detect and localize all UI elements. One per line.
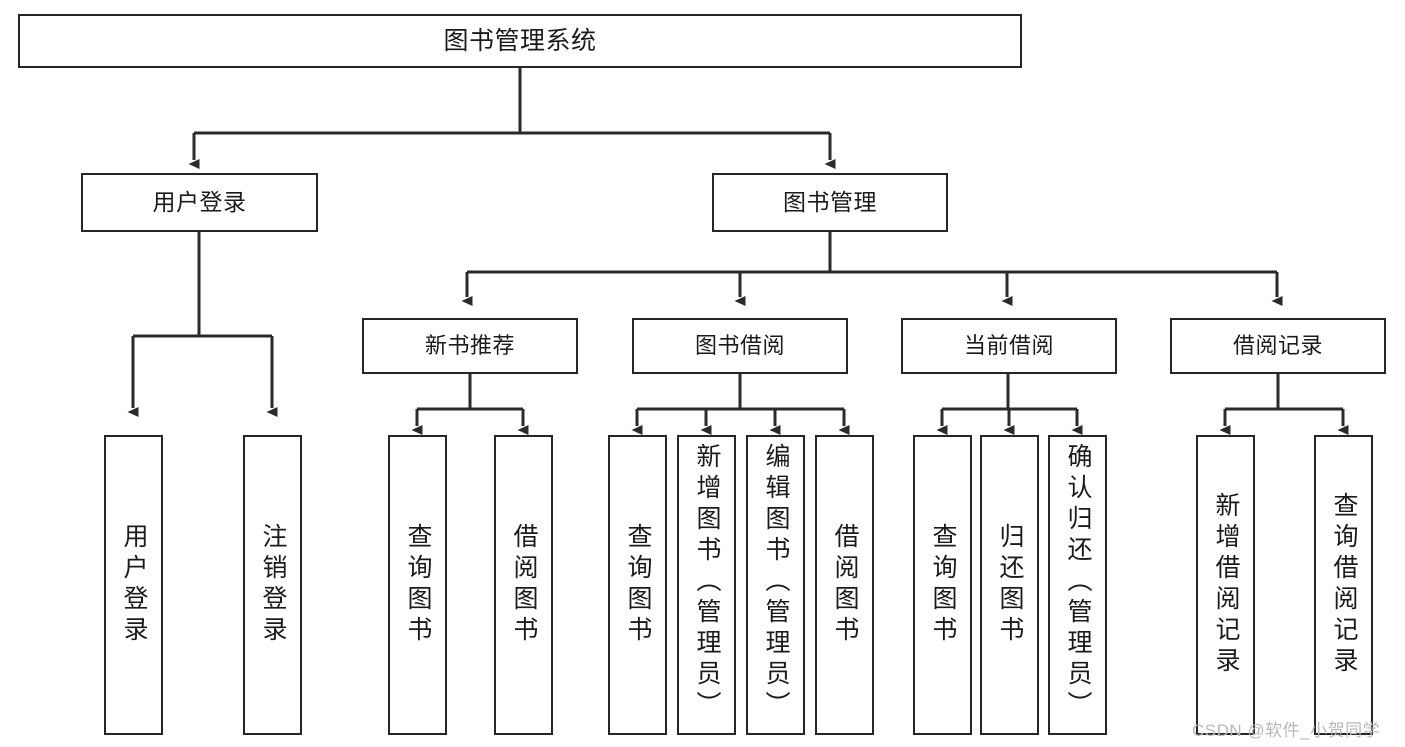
node-user-login-label: 用户登录	[152, 188, 247, 215]
node-new-book-recommend-label: 新书推荐	[424, 332, 515, 358]
node-book-management[interactable]: 图书管理	[712, 173, 948, 232]
node-leaf-query-record[interactable]: 查询借阅记录	[1314, 435, 1373, 735]
node-leaf-edit-book-label: 编辑图书（管理员）	[762, 443, 790, 722]
node-book-management-label: 图书管理	[783, 188, 877, 215]
node-leaf-confirm-return[interactable]: 确认归还（管理员）	[1048, 435, 1107, 735]
node-book-borrow-label: 图书借阅	[694, 332, 785, 358]
node-leaf-query-book-3[interactable]: 查询图书	[913, 435, 972, 735]
node-leaf-user-logout-label: 注销登录	[259, 523, 287, 647]
csdn-watermark: CSDN @软件_小贺同学	[1192, 721, 1381, 740]
node-current-borrow-label: 当前借阅	[963, 332, 1054, 358]
node-leaf-add-record[interactable]: 新增借阅记录	[1196, 435, 1255, 735]
node-leaf-return-book[interactable]: 归还图书	[980, 435, 1039, 735]
node-new-book-recommend[interactable]: 新书推荐	[362, 318, 578, 374]
node-leaf-query-book-3-label: 查询图书	[929, 523, 957, 647]
node-user-login[interactable]: 用户登录	[81, 173, 318, 232]
node-leaf-borrow-book-1-label: 借阅图书	[510, 523, 538, 647]
node-leaf-user-login[interactable]: 用户登录	[104, 435, 163, 735]
node-leaf-borrow-book-2-label: 借阅图书	[831, 523, 859, 647]
node-borrow-record[interactable]: 借阅记录	[1170, 318, 1386, 374]
node-leaf-query-book-2-label: 查询图书	[624, 523, 652, 647]
node-leaf-return-book-label: 归还图书	[996, 523, 1024, 647]
node-leaf-query-book-1[interactable]: 查询图书	[388, 435, 447, 735]
node-leaf-query-record-label: 查询借阅记录	[1330, 492, 1358, 678]
node-leaf-query-book-2[interactable]: 查询图书	[608, 435, 667, 735]
node-leaf-query-book-1-label: 查询图书	[404, 523, 432, 647]
node-leaf-borrow-book-2[interactable]: 借阅图书	[815, 435, 874, 735]
node-root[interactable]: 图书管理系统	[18, 14, 1022, 68]
node-leaf-add-record-label: 新增借阅记录	[1212, 492, 1240, 678]
node-leaf-edit-book[interactable]: 编辑图书（管理员）	[746, 435, 805, 735]
node-root-label: 图书管理系统	[443, 27, 597, 55]
node-leaf-add-book-label: 新增图书（管理员）	[693, 443, 721, 722]
node-leaf-user-login-label: 用户登录	[120, 523, 148, 647]
node-leaf-user-logout[interactable]: 注销登录	[243, 435, 302, 735]
node-borrow-record-label: 借阅记录	[1232, 332, 1323, 358]
node-current-borrow[interactable]: 当前借阅	[901, 318, 1117, 374]
node-leaf-borrow-book-1[interactable]: 借阅图书	[494, 435, 553, 735]
node-book-borrow[interactable]: 图书借阅	[632, 318, 848, 374]
node-leaf-confirm-return-label: 确认归还（管理员）	[1064, 443, 1092, 722]
node-leaf-add-book[interactable]: 新增图书（管理员）	[677, 435, 736, 735]
